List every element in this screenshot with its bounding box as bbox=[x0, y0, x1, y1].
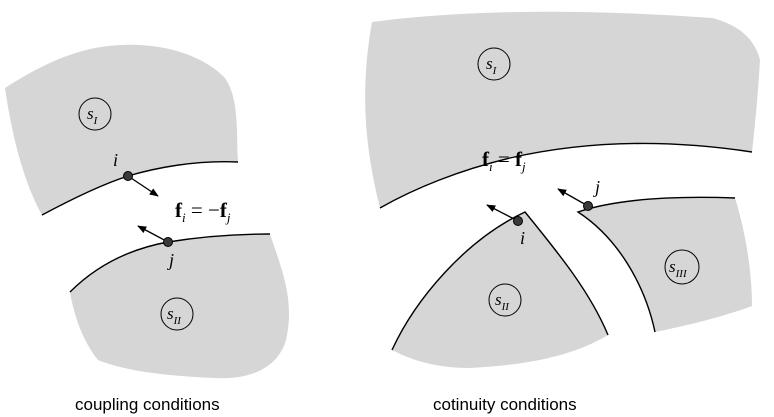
right-region-left bbox=[392, 212, 608, 368]
right-node-i-label: i bbox=[520, 228, 525, 248]
svg-text:sI: sI bbox=[87, 104, 99, 127]
left-caption: coupling conditions bbox=[75, 395, 220, 414]
svg-text:sIII: sIII bbox=[669, 257, 688, 280]
svg-text:sII: sII bbox=[495, 290, 510, 313]
right-force-arrow-j bbox=[557, 188, 589, 207]
right-boundary-top bbox=[379, 142, 753, 209]
right-equation: fi = fj bbox=[482, 147, 526, 174]
right-region-top bbox=[365, 11, 760, 209]
left-equation: fi = −fj bbox=[175, 198, 231, 225]
svg-text:sII: sII bbox=[167, 304, 182, 327]
right-node-i bbox=[513, 216, 523, 226]
left-node-j-label: j bbox=[167, 250, 174, 270]
right-region-top-label: sI bbox=[477, 47, 511, 81]
svg-text:sI: sI bbox=[486, 54, 498, 77]
left-node-j bbox=[163, 237, 173, 247]
left-force-arrow-i bbox=[127, 175, 159, 197]
left-region-top bbox=[5, 44, 238, 216]
left-panel: sI sII i j fi = −fj coupling conditions bbox=[5, 44, 289, 414]
right-boundary-right bbox=[576, 196, 736, 333]
left-region-top-label: sI bbox=[78, 97, 112, 131]
left-node-i bbox=[123, 171, 133, 181]
right-panel: sI sII sIII i j fi = fj coti bbox=[365, 11, 760, 414]
left-region-bottom bbox=[70, 234, 289, 379]
right-node-j bbox=[583, 201, 593, 211]
left-node-i-label: i bbox=[113, 150, 118, 170]
right-force-arrow-i bbox=[486, 204, 519, 222]
right-boundary-left bbox=[391, 211, 609, 351]
right-region-right-label: sIII bbox=[664, 249, 700, 285]
right-region-left-label: sII bbox=[488, 283, 522, 317]
left-force-arrow-j bbox=[137, 225, 169, 243]
right-caption: cotinuity conditions bbox=[433, 395, 577, 414]
left-region-bottom-label: sII bbox=[160, 297, 194, 331]
right-node-j-label: j bbox=[593, 177, 600, 197]
